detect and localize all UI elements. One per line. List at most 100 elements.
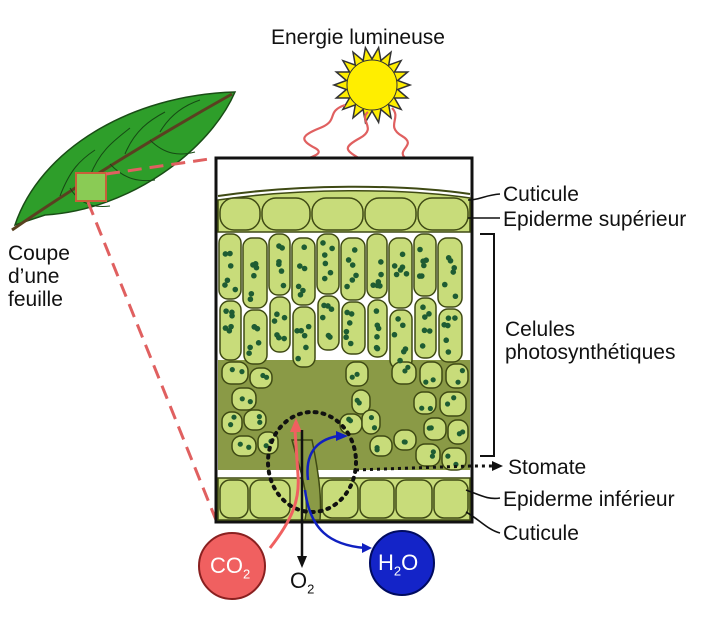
- chloroplast: [423, 379, 429, 385]
- h2o-label: H2O: [378, 550, 419, 579]
- chloroplast: [256, 414, 262, 420]
- upper-epidermis-label: Epiderme supérieur: [503, 208, 687, 231]
- upper-epidermis-cell: [417, 197, 469, 231]
- spongy-cell: [231, 435, 257, 457]
- chloroplast: [257, 419, 263, 425]
- chloroplast: [402, 439, 408, 445]
- chloroplast: [279, 245, 285, 251]
- chloroplast: [237, 441, 243, 447]
- stomate-label: Stomate: [508, 456, 587, 479]
- spongy-cell: [439, 391, 467, 417]
- chloroplast: [319, 314, 326, 321]
- chloroplast: [373, 308, 380, 314]
- chloroplast: [253, 264, 260, 271]
- chloroplast: [228, 422, 234, 428]
- lower-epidermis-cell: [219, 479, 249, 519]
- chloroplast: [368, 414, 375, 421]
- palisade-cell: [242, 237, 268, 309]
- chloroplasts: [222, 240, 466, 467]
- h2o-path: [303, 431, 372, 553]
- palisade-cell: [366, 233, 388, 299]
- chloroplast: [276, 258, 282, 265]
- chloroplast: [298, 327, 305, 334]
- leader-lines: [355, 193, 503, 534]
- chloroplast: [402, 346, 409, 352]
- photosynthetic-label-line2: photosynthétiques: [505, 341, 676, 364]
- spongy-cell: [221, 361, 249, 385]
- lower-epidermis-cell: [433, 479, 469, 519]
- spongy-cell: [361, 409, 381, 435]
- o2-label: O2: [290, 568, 315, 597]
- photosynthetic-label-line1: Celules: [505, 318, 576, 341]
- spongy-cell: [243, 409, 267, 431]
- chloroplast: [329, 245, 335, 252]
- chloroplast: [239, 396, 245, 402]
- chloroplast: [248, 290, 255, 297]
- chloroplast: [222, 251, 229, 257]
- chloroplast: [397, 357, 403, 364]
- chloroplast: [447, 257, 454, 264]
- chloroplast: [399, 322, 406, 329]
- chloroplast: [349, 262, 356, 268]
- chloroplast: [344, 283, 350, 290]
- chloroplast: [444, 401, 451, 407]
- chloroplast: [378, 259, 384, 265]
- chloroplast: [430, 377, 436, 383]
- chloroplast: [255, 340, 262, 346]
- stomate-circle: [266, 410, 358, 514]
- chloroplast: [416, 273, 423, 279]
- chloroplast: [399, 251, 406, 258]
- chloroplast: [397, 267, 404, 273]
- chloroplast: [251, 324, 258, 330]
- chloroplast: [459, 368, 466, 374]
- spongy-cell: [423, 417, 447, 441]
- chloroplast: [343, 328, 350, 335]
- chloroplast: [263, 374, 270, 380]
- palisade-cell: [341, 301, 366, 355]
- chloroplast: [247, 399, 253, 405]
- chloroplast: [354, 397, 360, 403]
- chloroplast: [351, 247, 358, 253]
- chloroplast: [391, 331, 398, 338]
- energy-label: Energie lumineuse: [271, 26, 445, 49]
- chloroplast: [354, 371, 360, 377]
- chloroplast: [455, 379, 461, 385]
- chloroplast: [441, 281, 448, 288]
- chloroplast: [322, 260, 329, 267]
- chloroplast: [349, 277, 356, 283]
- chloroplast: [375, 325, 382, 332]
- chloroplast: [419, 343, 426, 349]
- chloroplast: [223, 308, 229, 314]
- chloroplast: [344, 309, 350, 316]
- chloroplast: [347, 340, 354, 347]
- spongy-cell: [249, 367, 273, 389]
- chloroplast: [374, 334, 380, 340]
- spongy-cell: [419, 361, 443, 389]
- chloroplast: [417, 246, 423, 253]
- chloroplast: [451, 265, 458, 271]
- chloroplast: [393, 271, 400, 278]
- co2-circle: [198, 532, 266, 600]
- spongy-cell: [415, 443, 441, 467]
- cuticle-bottom-label: Cuticule: [503, 522, 579, 545]
- lower-epidermis-cell: [359, 479, 395, 519]
- leaf-section-label-line2: d’une: [8, 265, 60, 288]
- zoom-lines: [86, 156, 218, 521]
- chloroplast: [374, 345, 381, 352]
- palisade-cell: [269, 296, 291, 353]
- chloroplast: [452, 293, 459, 300]
- chloroplast: [227, 250, 233, 257]
- chloroplast: [402, 368, 408, 374]
- chloroplast: [297, 291, 304, 298]
- spongy-cell: [413, 391, 437, 415]
- chloroplast: [274, 311, 280, 318]
- lower-epidermis-label: Epiderme inférieur: [503, 488, 675, 511]
- h2o-circle: [369, 530, 435, 596]
- chloroplast: [451, 395, 457, 401]
- chloroplast: [271, 318, 278, 324]
- chloroplast: [325, 303, 331, 309]
- chloroplast: [426, 328, 433, 334]
- chloroplast: [229, 312, 235, 319]
- leaf-icon: [11, 91, 237, 232]
